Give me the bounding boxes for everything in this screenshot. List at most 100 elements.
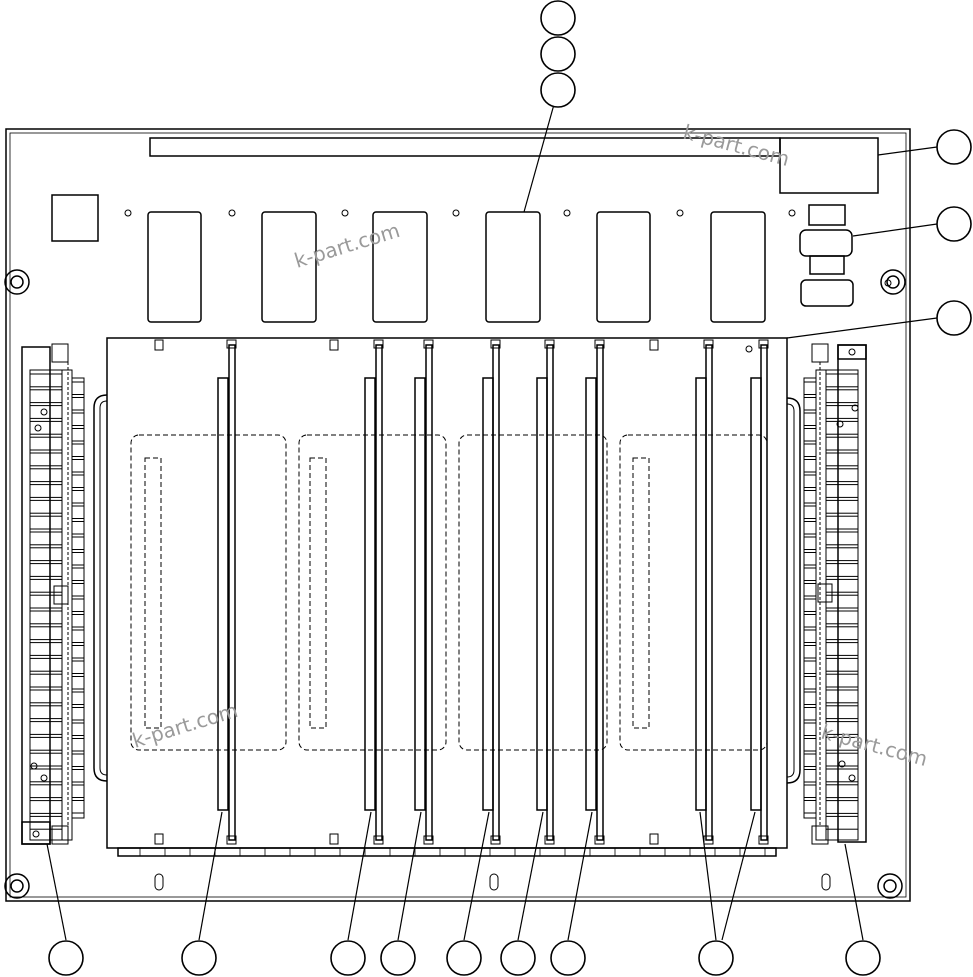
terminal-cell bbox=[71, 474, 85, 488]
right-terminal-cells bbox=[803, 348, 859, 830]
terminal-cell bbox=[803, 629, 817, 643]
round-connector bbox=[799, 229, 853, 257]
terminal-cell bbox=[71, 629, 85, 643]
terminal-cell bbox=[29, 436, 63, 451]
terminal-cell bbox=[803, 552, 817, 566]
top-left-square bbox=[51, 194, 99, 242]
terminal-cell bbox=[803, 536, 817, 550]
terminal-cell bbox=[29, 484, 63, 498]
terminal-cell bbox=[825, 626, 859, 641]
terminal-cell bbox=[803, 443, 817, 457]
terminal-cell bbox=[71, 691, 85, 705]
terminal-cell bbox=[803, 769, 817, 783]
terminal-cell bbox=[71, 536, 85, 550]
terminal-cell bbox=[803, 660, 817, 674]
terminal-cell bbox=[29, 578, 63, 593]
terminal-cell bbox=[71, 753, 85, 767]
terminal-cell bbox=[803, 381, 817, 395]
terminal-hole bbox=[838, 760, 846, 768]
terminal-cell bbox=[825, 531, 859, 546]
terminal-cell bbox=[29, 768, 63, 783]
slot-windows bbox=[147, 211, 766, 323]
terminal-cell bbox=[29, 705, 63, 720]
leader-lines bbox=[46, 89, 938, 941]
terminal-cell bbox=[825, 657, 859, 672]
terminal-cell bbox=[71, 490, 85, 504]
terminal-cell bbox=[825, 373, 859, 388]
terminal-cell bbox=[825, 420, 859, 435]
card-cage bbox=[106, 337, 788, 849]
terminal-cell bbox=[803, 645, 817, 659]
terminal-cell bbox=[71, 552, 85, 566]
callout-bottom-6 bbox=[500, 940, 536, 976]
terminal-cell bbox=[825, 642, 859, 656]
terminal-cell bbox=[71, 459, 85, 473]
right-handle bbox=[786, 397, 801, 784]
callout-top-2 bbox=[540, 36, 576, 72]
left-terminal-cells bbox=[29, 373, 85, 838]
terminal-cell bbox=[825, 800, 859, 814]
terminal-cell bbox=[71, 707, 85, 721]
back-plate-inner-edge bbox=[9, 132, 907, 898]
terminal-cell bbox=[825, 499, 859, 514]
terminal-cell bbox=[29, 405, 63, 419]
rounded-block bbox=[800, 279, 854, 307]
terminal-cell bbox=[71, 397, 85, 411]
terminal-cell bbox=[825, 563, 859, 577]
terminal-cell bbox=[29, 736, 63, 751]
callout-bottom-9 bbox=[845, 940, 881, 976]
cage-tabs bbox=[154, 339, 753, 845]
terminal-cell bbox=[29, 594, 63, 609]
terminal-cell bbox=[825, 578, 859, 593]
watermark-2: k-part.com bbox=[291, 218, 402, 273]
terminal-cell bbox=[803, 567, 817, 581]
callout-bottom-4 bbox=[380, 940, 416, 976]
terminal-cell bbox=[803, 474, 817, 488]
bottom-rail bbox=[117, 847, 777, 857]
terminal-cell bbox=[803, 583, 817, 597]
terminal-cell bbox=[29, 752, 63, 767]
guide-clips bbox=[226, 339, 769, 845]
terminal-hole bbox=[848, 348, 856, 356]
terminal-cell bbox=[825, 815, 859, 830]
terminal-cell bbox=[803, 691, 817, 705]
callout-bottom-2 bbox=[181, 940, 217, 976]
terminal-cell bbox=[825, 405, 859, 419]
terminal-cell bbox=[71, 381, 85, 395]
terminal-cell bbox=[825, 436, 859, 451]
terminal-cell bbox=[803, 428, 817, 442]
terminal-cell bbox=[803, 521, 817, 535]
terminal-cell bbox=[29, 784, 63, 799]
terminal-cell bbox=[825, 452, 859, 467]
terminal-cell bbox=[803, 598, 817, 612]
terminal-cell bbox=[825, 515, 859, 530]
terminal-cell bbox=[825, 721, 859, 735]
mounting-holes-top bbox=[124, 209, 892, 287]
corner-screws bbox=[4, 269, 906, 899]
terminal-cell bbox=[825, 484, 859, 498]
terminal-hole bbox=[40, 408, 48, 416]
watermark-1: k-part.com bbox=[681, 120, 792, 171]
terminal-cell bbox=[71, 521, 85, 535]
terminal-cell bbox=[29, 689, 63, 704]
terminal-cell bbox=[825, 689, 859, 704]
terminal-cell bbox=[71, 614, 85, 628]
terminal-cell bbox=[29, 531, 63, 546]
terminal-cell bbox=[29, 420, 63, 435]
terminal-cell bbox=[71, 769, 85, 783]
terminal-cell bbox=[29, 815, 63, 830]
callout-top-3 bbox=[540, 72, 576, 108]
terminal-cell bbox=[825, 468, 859, 483]
terminal-cell bbox=[803, 397, 817, 411]
terminal-cell bbox=[29, 657, 63, 672]
bottom-rail-ticks bbox=[139, 848, 766, 856]
terminal-cell bbox=[71, 660, 85, 674]
terminal-cell bbox=[825, 784, 859, 799]
terminal-cell bbox=[29, 610, 63, 625]
terminal-cell bbox=[29, 373, 63, 388]
terminal-hole bbox=[34, 424, 42, 432]
callout-right-2 bbox=[936, 206, 972, 242]
terminal-cell bbox=[29, 626, 63, 641]
terminal-cell bbox=[803, 614, 817, 628]
